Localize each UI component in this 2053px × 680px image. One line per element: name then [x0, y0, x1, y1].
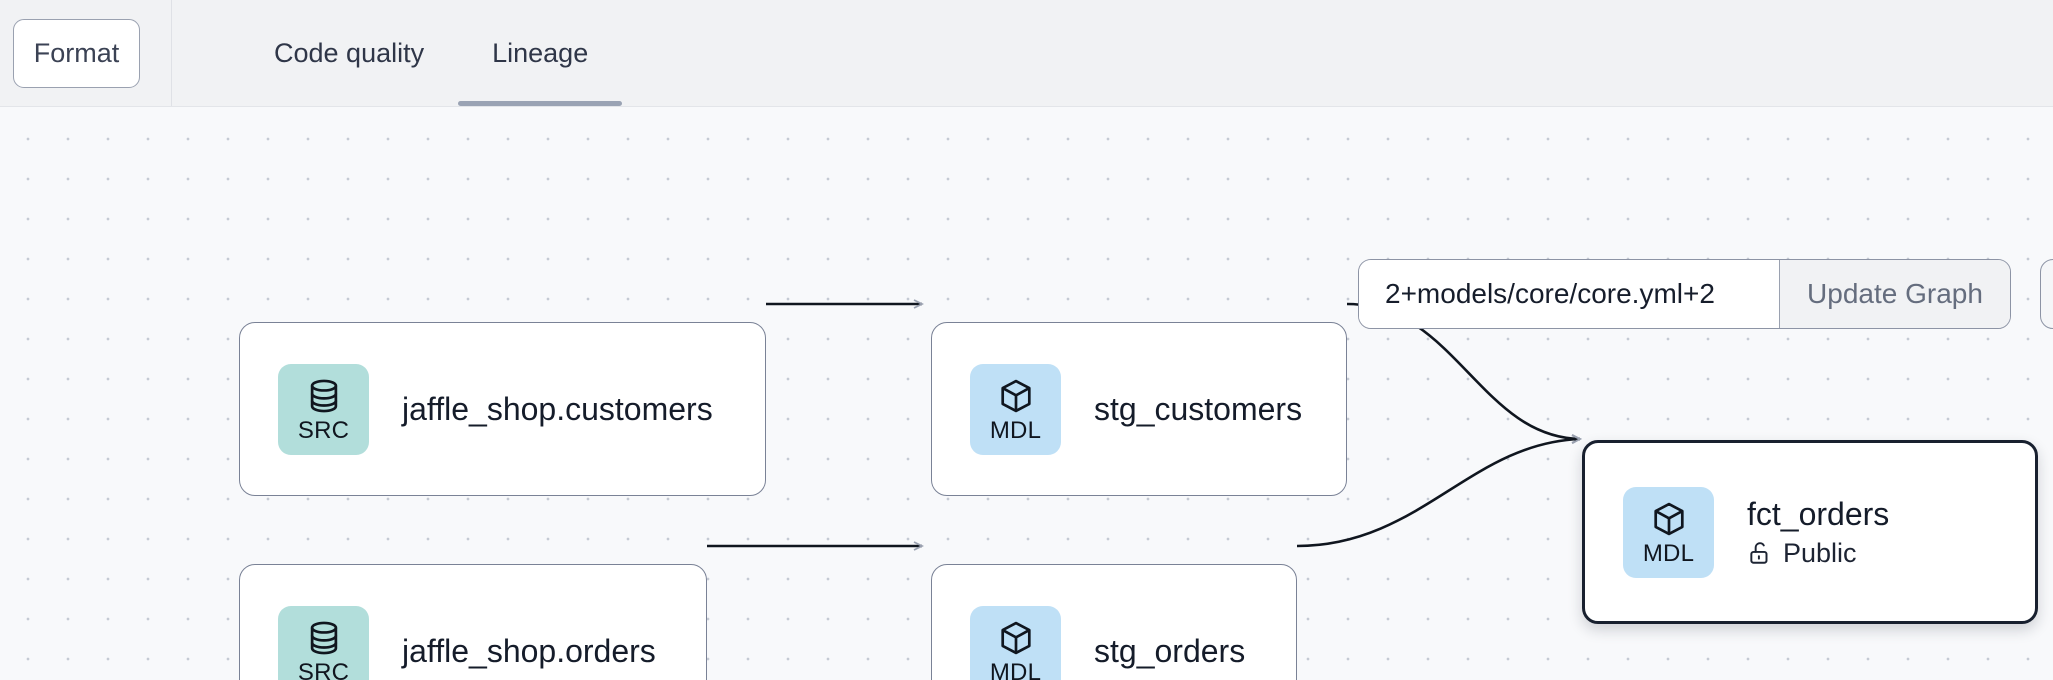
database-icon [310, 379, 337, 412]
source-badge-label: SRC [297, 416, 350, 444]
cube-icon [1000, 621, 1031, 654]
lineage-node-fct-orders[interactable]: MDL fct_orders Public [1582, 440, 2038, 624]
lineage-node-src-customers[interactable]: SRC jaffle_shop.customers [239, 322, 766, 496]
database-icon [310, 621, 337, 654]
tab-lineage[interactable]: Lineage [458, 0, 623, 106]
model-badge-label: MDL [1642, 539, 1695, 567]
cube-icon [1653, 502, 1684, 535]
format-button[interactable]: Format [13, 18, 140, 88]
model-badge: MDL [970, 605, 1061, 680]
tab-code-quality-underline [240, 101, 458, 106]
format-button-zone: Format [0, 0, 172, 106]
node-label: jaffle_shop.orders [402, 632, 656, 669]
node-label: stg_customers [1094, 390, 1303, 427]
source-badge: SRC [278, 605, 369, 680]
model-badge: MDL [1623, 486, 1714, 578]
lineage-node-src-orders[interactable]: SRC jaffle_shop.orders [239, 564, 707, 680]
tab-lineage-label: Lineage [492, 37, 589, 68]
tab-bar: Code quality Lineage [172, 0, 623, 106]
tab-code-quality[interactable]: Code quality [240, 0, 458, 106]
model-badge-label: MDL [989, 416, 1042, 444]
model-badge: MDL [970, 363, 1061, 455]
node-body: stg_customers [1094, 391, 1302, 428]
node-access-row: Public [1747, 538, 1889, 569]
node-body: fct_orders Public [1747, 496, 1889, 569]
unlock-icon [1750, 542, 1768, 564]
source-badge: SRC [278, 363, 369, 455]
tab-code-quality-label: Code quality [274, 37, 425, 68]
tab-lineage-underline [458, 101, 623, 106]
lineage-node-stg-customers[interactable]: MDL stg_customers [931, 322, 1347, 496]
lineage-canvas[interactable]: SRC jaffle_shop.customers SRC jaffle_sho… [0, 107, 2053, 680]
update-graph-button[interactable]: Update Graph [1779, 260, 2010, 328]
node-body: jaffle_shop.customers [402, 391, 713, 428]
lineage-node-stg-orders[interactable]: MDL stg_orders [931, 564, 1297, 680]
graph-side-control-overflow[interactable] [2040, 259, 2053, 329]
graph-selector-input[interactable] [1359, 260, 1779, 328]
source-badge-label: SRC [297, 658, 350, 680]
node-label: jaffle_shop.customers [402, 390, 713, 427]
node-label: fct_orders [1747, 495, 1890, 532]
node-label: stg_orders [1094, 632, 1246, 669]
graph-selector-control: Update Graph [1358, 259, 2011, 329]
model-badge-label: MDL [989, 658, 1042, 680]
node-access-label: Public [1783, 537, 1857, 568]
cube-icon [1000, 379, 1031, 412]
node-body: stg_orders [1094, 633, 1245, 670]
node-body: jaffle_shop.orders [402, 633, 656, 670]
editor-toolbar: Format Code quality Lineage [0, 0, 2053, 107]
